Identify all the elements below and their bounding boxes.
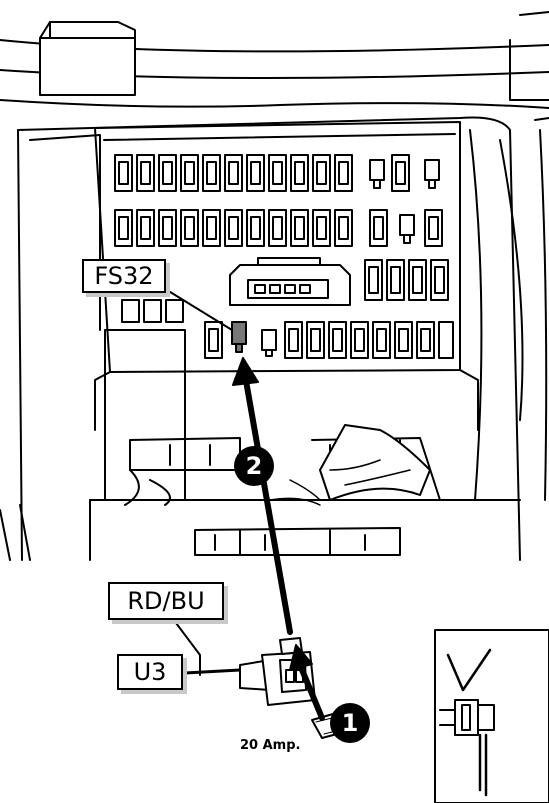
fuse-bank-right [365, 260, 448, 300]
step-1-badge: 1 [330, 703, 370, 743]
connector-label: U3 [117, 654, 183, 690]
fuse-row-2 [115, 210, 442, 246]
correct-orientation-inset [435, 630, 549, 803]
step-2-badge: 2 [234, 446, 274, 486]
step-1-number: 1 [342, 709, 359, 737]
wire-color-label: RD/BU [108, 582, 224, 620]
fuse-row-1 [115, 155, 439, 191]
relay-connector [230, 258, 350, 305]
step-2-number: 2 [246, 452, 263, 480]
checkmark-icon [448, 650, 490, 690]
fuse-label-fs32: FS32 [82, 259, 166, 293]
arrow-2 [233, 358, 290, 632]
connector-text: U3 [134, 660, 167, 684]
fuse-label-text: FS32 [94, 264, 153, 288]
fuse-rating-text: 20 Amp. [240, 738, 300, 753]
wire-color-text: RD/BU [127, 589, 204, 613]
fuse-rating-label: 20 Amp. [240, 738, 300, 753]
